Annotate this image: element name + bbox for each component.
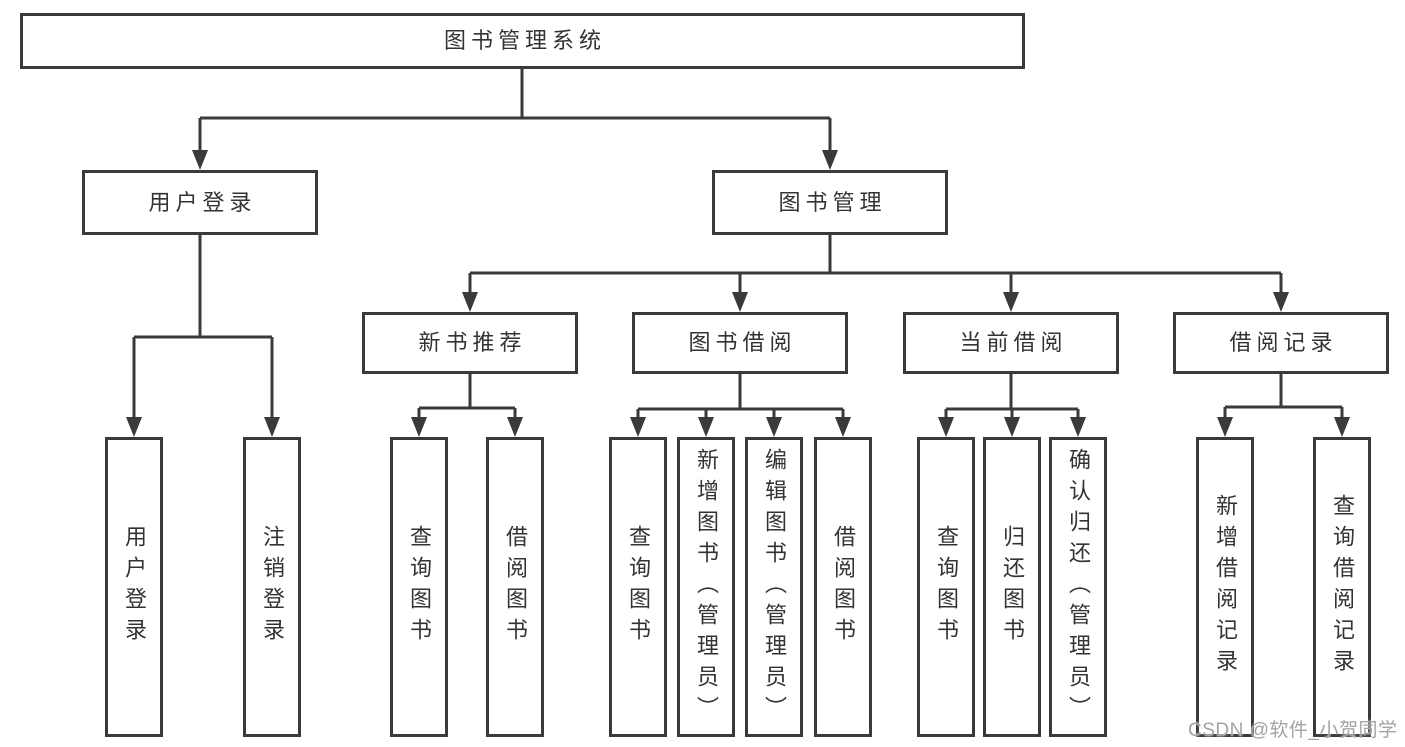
leaf-borrow-books-borrow: 借阅图书 [814,437,872,737]
leaf-edit-book-admin: 编辑图书（管理员） [745,437,803,737]
leaf-label: 查询图书 [626,525,651,649]
arrow-down-icon [1334,417,1350,437]
leaf-label: 注销登录 [260,525,285,649]
csdn-watermark: CSDN @软件_小贺同学 [1188,720,1398,741]
arrow-down-icon [411,417,427,437]
leaf-query-books-current: 查询图书 [917,437,975,737]
leaf-borrow-books-recommend: 借阅图书 [486,437,544,737]
leaf-query-borrow-record: 查询借阅记录 [1313,437,1371,737]
leaf-label: 查询图书 [934,525,959,649]
node-book-management: 图书管理 [712,170,948,235]
node-new-book-recommend-label: 新书推荐 [418,330,527,355]
leaf-logout: 注销登录 [243,437,301,737]
leaf-add-book-admin: 新增图书（管理员） [677,437,735,737]
leaf-label: 新增借阅记录 [1213,494,1238,680]
arrow-down-icon [1070,417,1086,437]
arrow-down-icon [1003,292,1019,312]
connector-root-split [198,69,832,154]
node-current-borrow-label: 当前借阅 [959,330,1068,355]
arrow-down-icon [732,292,748,312]
node-user-login: 用户登录 [82,170,318,235]
node-new-book-recommend: 新书推荐 [362,312,578,374]
leaf-label: 借阅图书 [503,525,528,649]
node-book-borrow-label: 图书借阅 [688,330,797,355]
leaf-label: 用户登录 [122,525,147,649]
leaf-label: 借阅图书 [831,525,856,649]
arrow-down-icon [126,417,142,437]
arrow-down-icon [1004,417,1020,437]
arrow-down-icon [192,150,208,170]
leaf-label: 查询借阅记录 [1330,494,1355,680]
leaf-query-books-borrow: 查询图书 [609,437,667,737]
connector-book-borrow-split [636,374,845,421]
arrow-down-icon [1217,417,1233,437]
leaf-confirm-return-admin: 确认归还（管理员） [1049,437,1107,737]
arrow-down-icon [264,417,280,437]
node-root-label: 图书管理系统 [443,28,606,53]
connector-book-mgmt-split [468,235,1283,298]
node-book-borrow: 图书借阅 [632,312,848,374]
arrow-down-icon [462,292,478,312]
arrow-down-icon [698,417,714,437]
arrow-down-icon [766,417,782,437]
leaf-label: 确认归还（管理员） [1066,447,1091,727]
connector-user-login-split [132,235,274,421]
arrow-down-icon [938,417,954,437]
leaf-query-books-recommend: 查询图书 [390,437,448,737]
connector-current-borrow-split [944,374,1080,421]
connector-borrow-records-split [1223,374,1344,421]
arrow-down-icon [822,150,838,170]
leaf-add-borrow-record: 新增借阅记录 [1196,437,1254,737]
leaf-label: 查询图书 [407,525,432,649]
connector-new-book-split [417,374,517,421]
arrow-down-icon [507,417,523,437]
node-current-borrow: 当前借阅 [903,312,1119,374]
arrow-down-icon [1273,292,1289,312]
leaf-user-login: 用户登录 [105,437,163,737]
node-borrow-records-label: 借阅记录 [1229,330,1338,355]
arrowheads [126,150,1350,437]
node-borrow-records: 借阅记录 [1173,312,1389,374]
node-book-management-label: 图书管理 [778,189,887,215]
arrow-down-icon [630,417,646,437]
leaf-return-books: 归还图书 [983,437,1041,737]
leaf-label: 新增图书（管理员） [694,447,719,727]
node-root: 图书管理系统 [20,13,1025,69]
leaf-label: 编辑图书（管理员） [762,447,787,727]
arrow-down-icon [835,417,851,437]
leaf-label: 归还图书 [1000,525,1025,649]
node-user-login-label: 用户登录 [148,189,257,215]
